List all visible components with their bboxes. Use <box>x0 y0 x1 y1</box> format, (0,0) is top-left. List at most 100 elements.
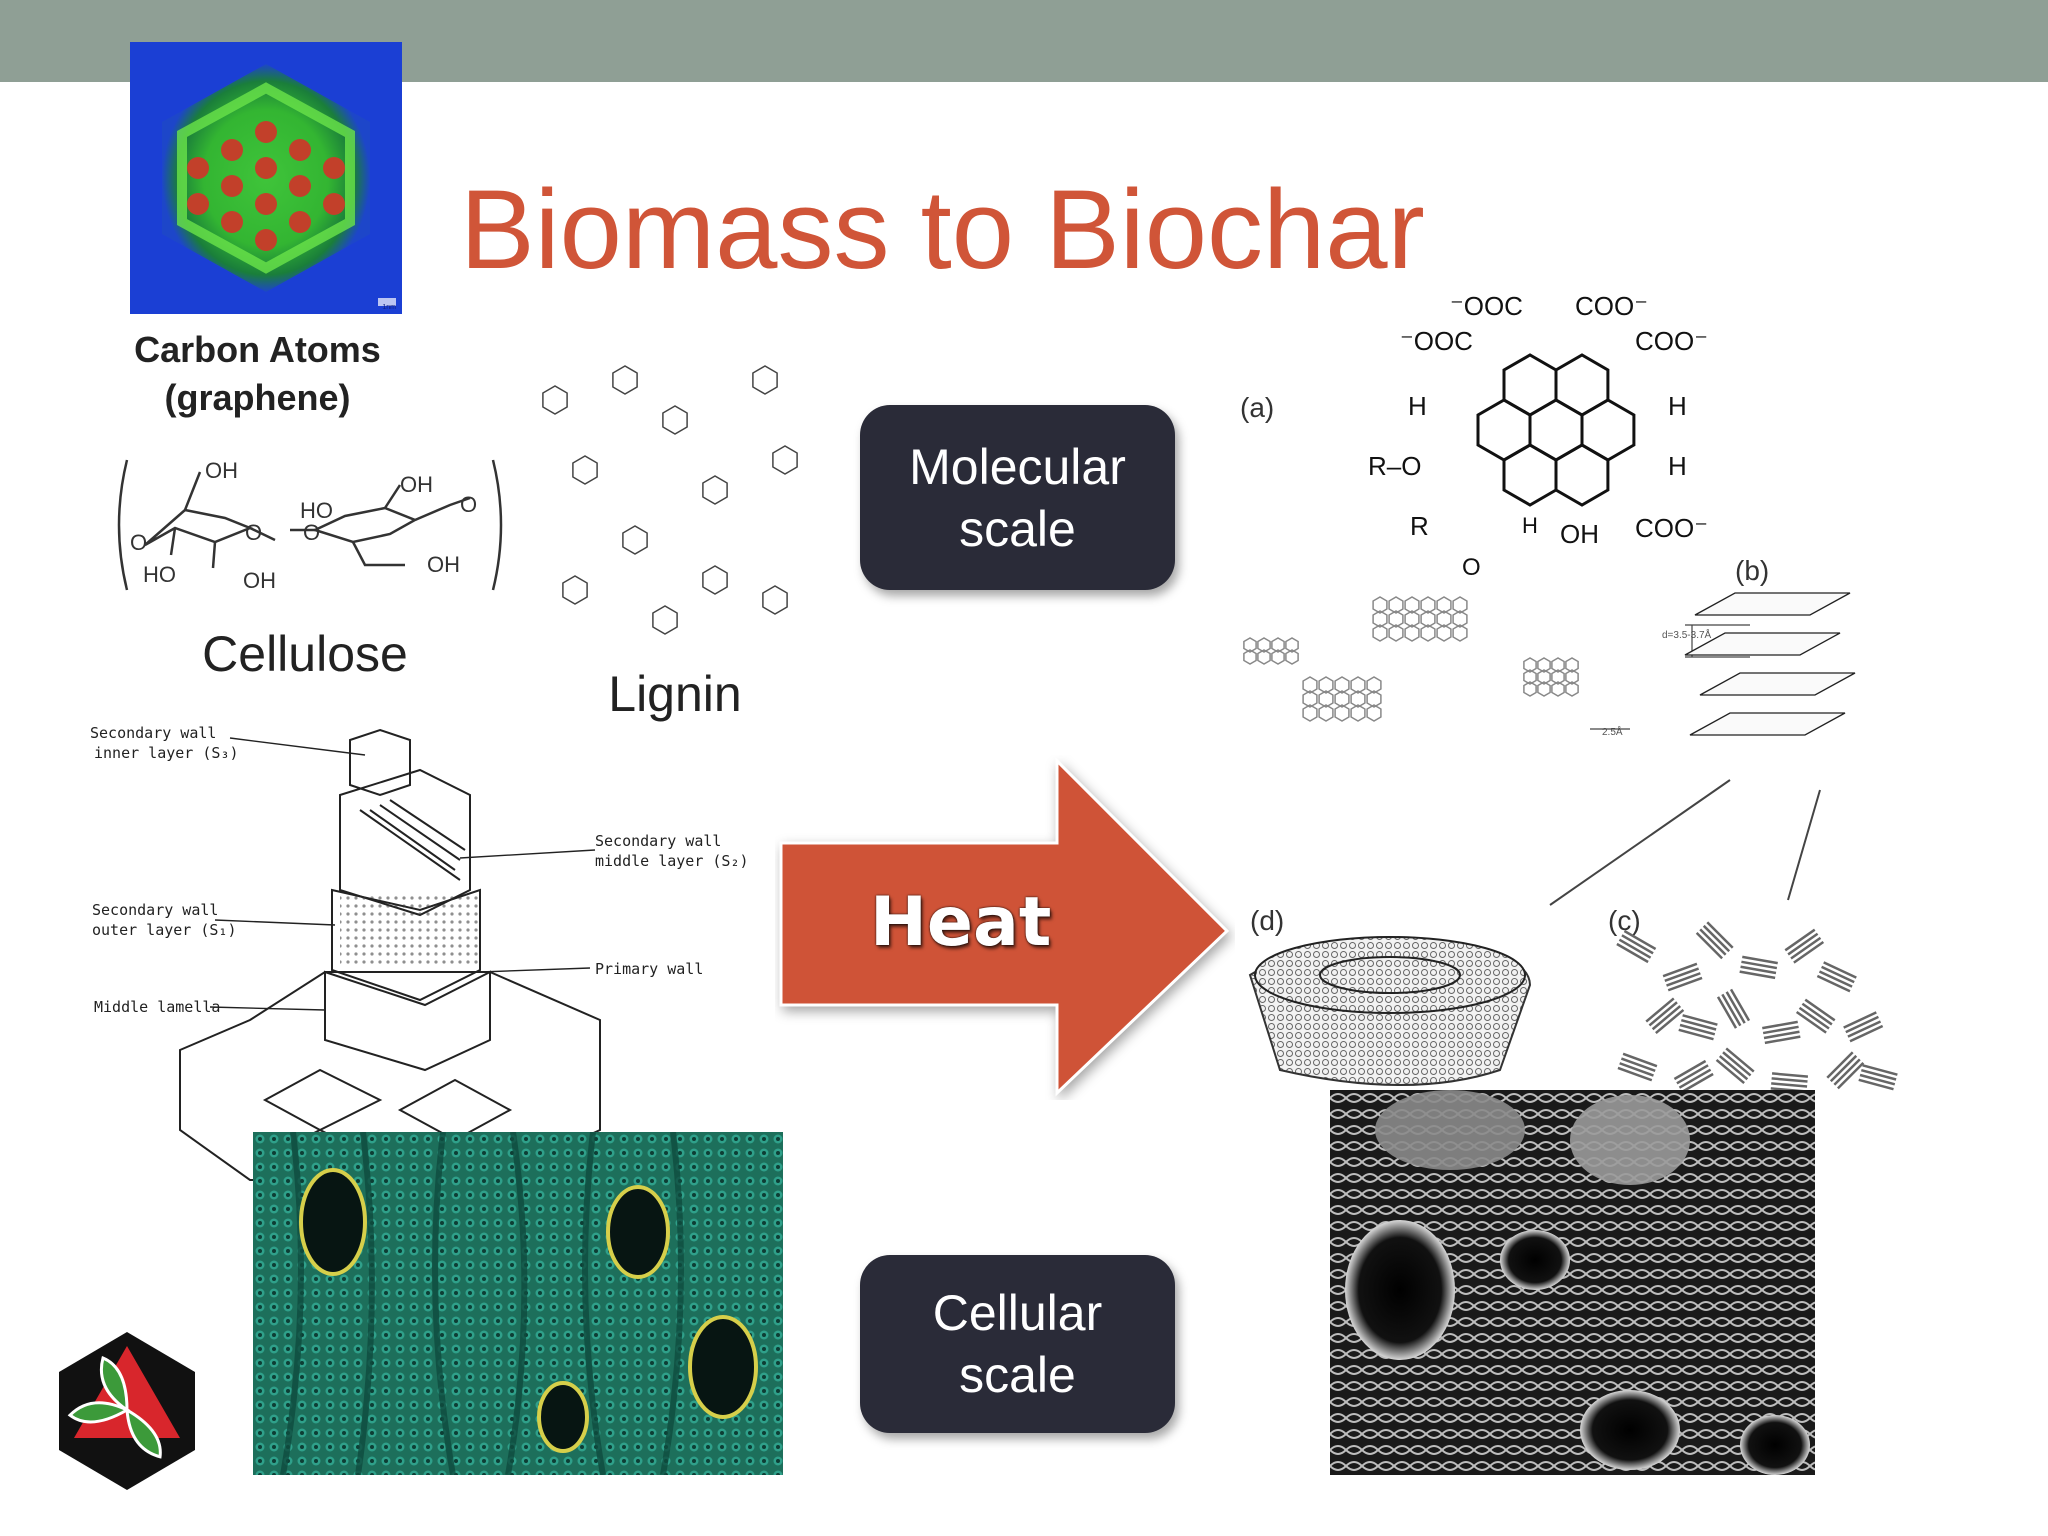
graphene-caption-line2: (graphene) <box>164 377 351 418</box>
aromatic-ring-small <box>1302 704 1318 722</box>
aromatic-ring-small <box>1271 637 1285 653</box>
aromatic-ring-small <box>1551 669 1565 685</box>
group-ro: R–O <box>1368 451 1421 481</box>
cellular-scale-line1: Cellular <box>932 1285 1103 1341</box>
panel-label-d: (d) <box>1250 905 1284 936</box>
graphene-sheet <box>1689 712 1846 736</box>
aromatic-ring <box>1554 443 1610 507</box>
aromatic-ring-small <box>1537 657 1551 673</box>
label-s1-line2: outer layer (S₁) <box>92 921 237 939</box>
group-h3: H <box>1668 451 1687 481</box>
cellular-scale-line2: scale <box>959 1347 1076 1403</box>
aromatic-ring-small <box>1372 610 1388 628</box>
aromatic-ring-small <box>1372 596 1388 614</box>
biochar-nanostructure-diagram: (d) (c) <box>1240 770 1920 1120</box>
aromatic-ring-small <box>1565 669 1579 685</box>
cellulose-atom-5: O <box>245 520 262 545</box>
group-coo-bottom-right: COO⁻ <box>1635 513 1708 543</box>
graphitic-stack <box>1662 962 1703 992</box>
aromatic-ring-small <box>1436 610 1452 628</box>
panel-label-b: (b) <box>1735 555 1769 586</box>
group-o: O <box>1462 554 1481 581</box>
aromatic-ring-small <box>1318 704 1334 722</box>
group-h4: H <box>1522 513 1538 538</box>
scale-label: 2.5Å <box>1602 725 1623 738</box>
aromatic-ring-small <box>1302 676 1318 694</box>
graphitic-stack <box>1770 1072 1809 1093</box>
aromatic-ring-small <box>1551 681 1565 697</box>
group-r: R <box>1410 511 1429 541</box>
aromatic-ring-small <box>1285 649 1299 665</box>
lignin-structure <box>515 340 835 655</box>
aromatic-ring-small <box>1452 596 1468 614</box>
group-coo-mid-right: COO⁻ <box>1635 326 1708 356</box>
graphene-sheet <box>1699 672 1856 696</box>
graphitic-stack <box>1617 1052 1658 1082</box>
lignin-ring <box>652 605 678 635</box>
group-coo-mid-left: ⁻OOC <box>1400 326 1473 356</box>
aromatic-ring-small <box>1350 704 1366 722</box>
aromatic-ring-small <box>1452 610 1468 628</box>
group-oh: OH <box>1560 519 1599 549</box>
aromatic-ring-small <box>1318 690 1334 708</box>
panel-label-c: (c) <box>1608 905 1641 936</box>
aromatic-ring-small <box>1452 624 1468 642</box>
molecular-scale-line2: scale <box>959 500 1076 557</box>
lignin-ring <box>572 455 598 485</box>
aromatic-ring-small <box>1302 690 1318 708</box>
aromatic-ring-small <box>1350 676 1366 694</box>
molecular-scale-box: Molecular scale <box>860 405 1175 590</box>
cellulose-atom-8: HO <box>143 562 176 587</box>
label-s3-line1: Secondary wall <box>90 724 216 742</box>
aromatic-ring-small <box>1404 610 1420 628</box>
cellulose-atom-1: OH <box>205 458 238 483</box>
label-lamella: Middle lamella <box>94 998 220 1016</box>
graphitic-stack <box>1784 928 1825 964</box>
heat-arrow: Heat <box>775 755 1235 1100</box>
aromatic-ring-small <box>1420 610 1436 628</box>
aromatic-ring-small <box>1523 657 1537 673</box>
aromatic-ring-small <box>1318 676 1334 694</box>
lignin-ring <box>562 575 588 605</box>
cellulose-atom-2: OH <box>400 472 433 497</box>
lignin-ring <box>752 365 778 395</box>
biochar-molecular-diagram: (a) (b) ⁻OOC COO⁻ ⁻OOC COO⁻ H H H R–O R … <box>1230 285 1910 765</box>
cellulose-structure: OH OH HO O O O O HO OH OH <box>115 450 505 600</box>
lignin-ring <box>702 565 728 595</box>
graphene-image: 1nm <box>130 42 402 314</box>
aromatic-ring-small <box>1420 624 1436 642</box>
cellulose-atom-9: OH <box>243 568 276 593</box>
lignin-ring <box>612 365 638 395</box>
aromatic-ring <box>1502 443 1558 507</box>
aromatic-ring-small <box>1243 649 1257 665</box>
aromatic-ring-small <box>1350 690 1366 708</box>
graphitic-stack <box>1616 929 1657 964</box>
heat-label: Heat <box>870 883 1052 962</box>
graphene-caption-line1: Carbon Atoms <box>134 329 381 370</box>
graphitic-stack <box>1695 921 1734 960</box>
group-coo-top-left: ⁻OOC <box>1450 291 1523 321</box>
organization-logo <box>55 1328 200 1493</box>
aromatic-ring-small <box>1257 637 1271 653</box>
molecular-scale-line1: Molecular <box>909 438 1126 495</box>
aromatic-ring-small <box>1257 649 1271 665</box>
aromatic-ring-small <box>1537 669 1551 685</box>
label-s1-line1: Secondary wall <box>92 901 218 919</box>
label-s2-line1: Secondary wall <box>595 832 721 850</box>
cellulose-atom-6: O <box>303 520 320 545</box>
group-coo-top-right: COO⁻ <box>1575 291 1648 321</box>
aromatic-ring-small <box>1436 596 1452 614</box>
graphitic-stack <box>1673 1059 1714 1094</box>
graphitic-stack <box>1816 961 1857 993</box>
graphitic-stack <box>1645 997 1685 1035</box>
spacing-label: d=3.5-3.7Å <box>1662 628 1712 641</box>
cellulose-caption: Cellulose <box>202 626 408 682</box>
lignin-ring <box>622 525 648 555</box>
graphitic-stack <box>1826 1051 1865 1090</box>
aromatic-ring-small <box>1388 596 1404 614</box>
cellulose-atom-10: OH <box>427 552 460 577</box>
slide-title: Biomass to Biochar <box>460 167 1425 292</box>
aromatic-ring-small <box>1285 637 1299 653</box>
aromatic-ring-small <box>1523 681 1537 697</box>
lignin-ring <box>662 405 688 435</box>
